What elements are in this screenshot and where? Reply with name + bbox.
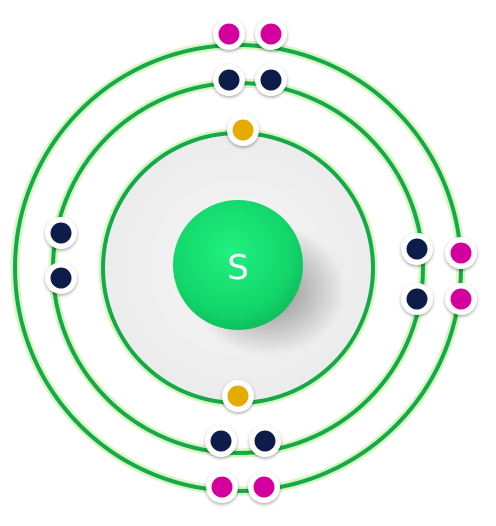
electron [255, 64, 287, 96]
electron [445, 237, 477, 269]
shell-3-electrons [206, 18, 477, 503]
electron [227, 114, 259, 146]
electron [205, 425, 237, 457]
electron [206, 471, 238, 503]
element-symbol: S [227, 248, 249, 288]
electron [445, 283, 477, 315]
electron [248, 471, 280, 503]
nucleus [173, 200, 303, 330]
electron [249, 425, 281, 457]
electron [401, 233, 433, 265]
electron [213, 64, 245, 96]
electron [213, 18, 245, 50]
electron [45, 217, 77, 249]
electron [255, 18, 287, 50]
electron [222, 380, 254, 412]
shell-2-electrons [45, 64, 433, 457]
electron [45, 262, 77, 294]
electron [401, 283, 433, 315]
shell-1-electrons [222, 114, 259, 412]
